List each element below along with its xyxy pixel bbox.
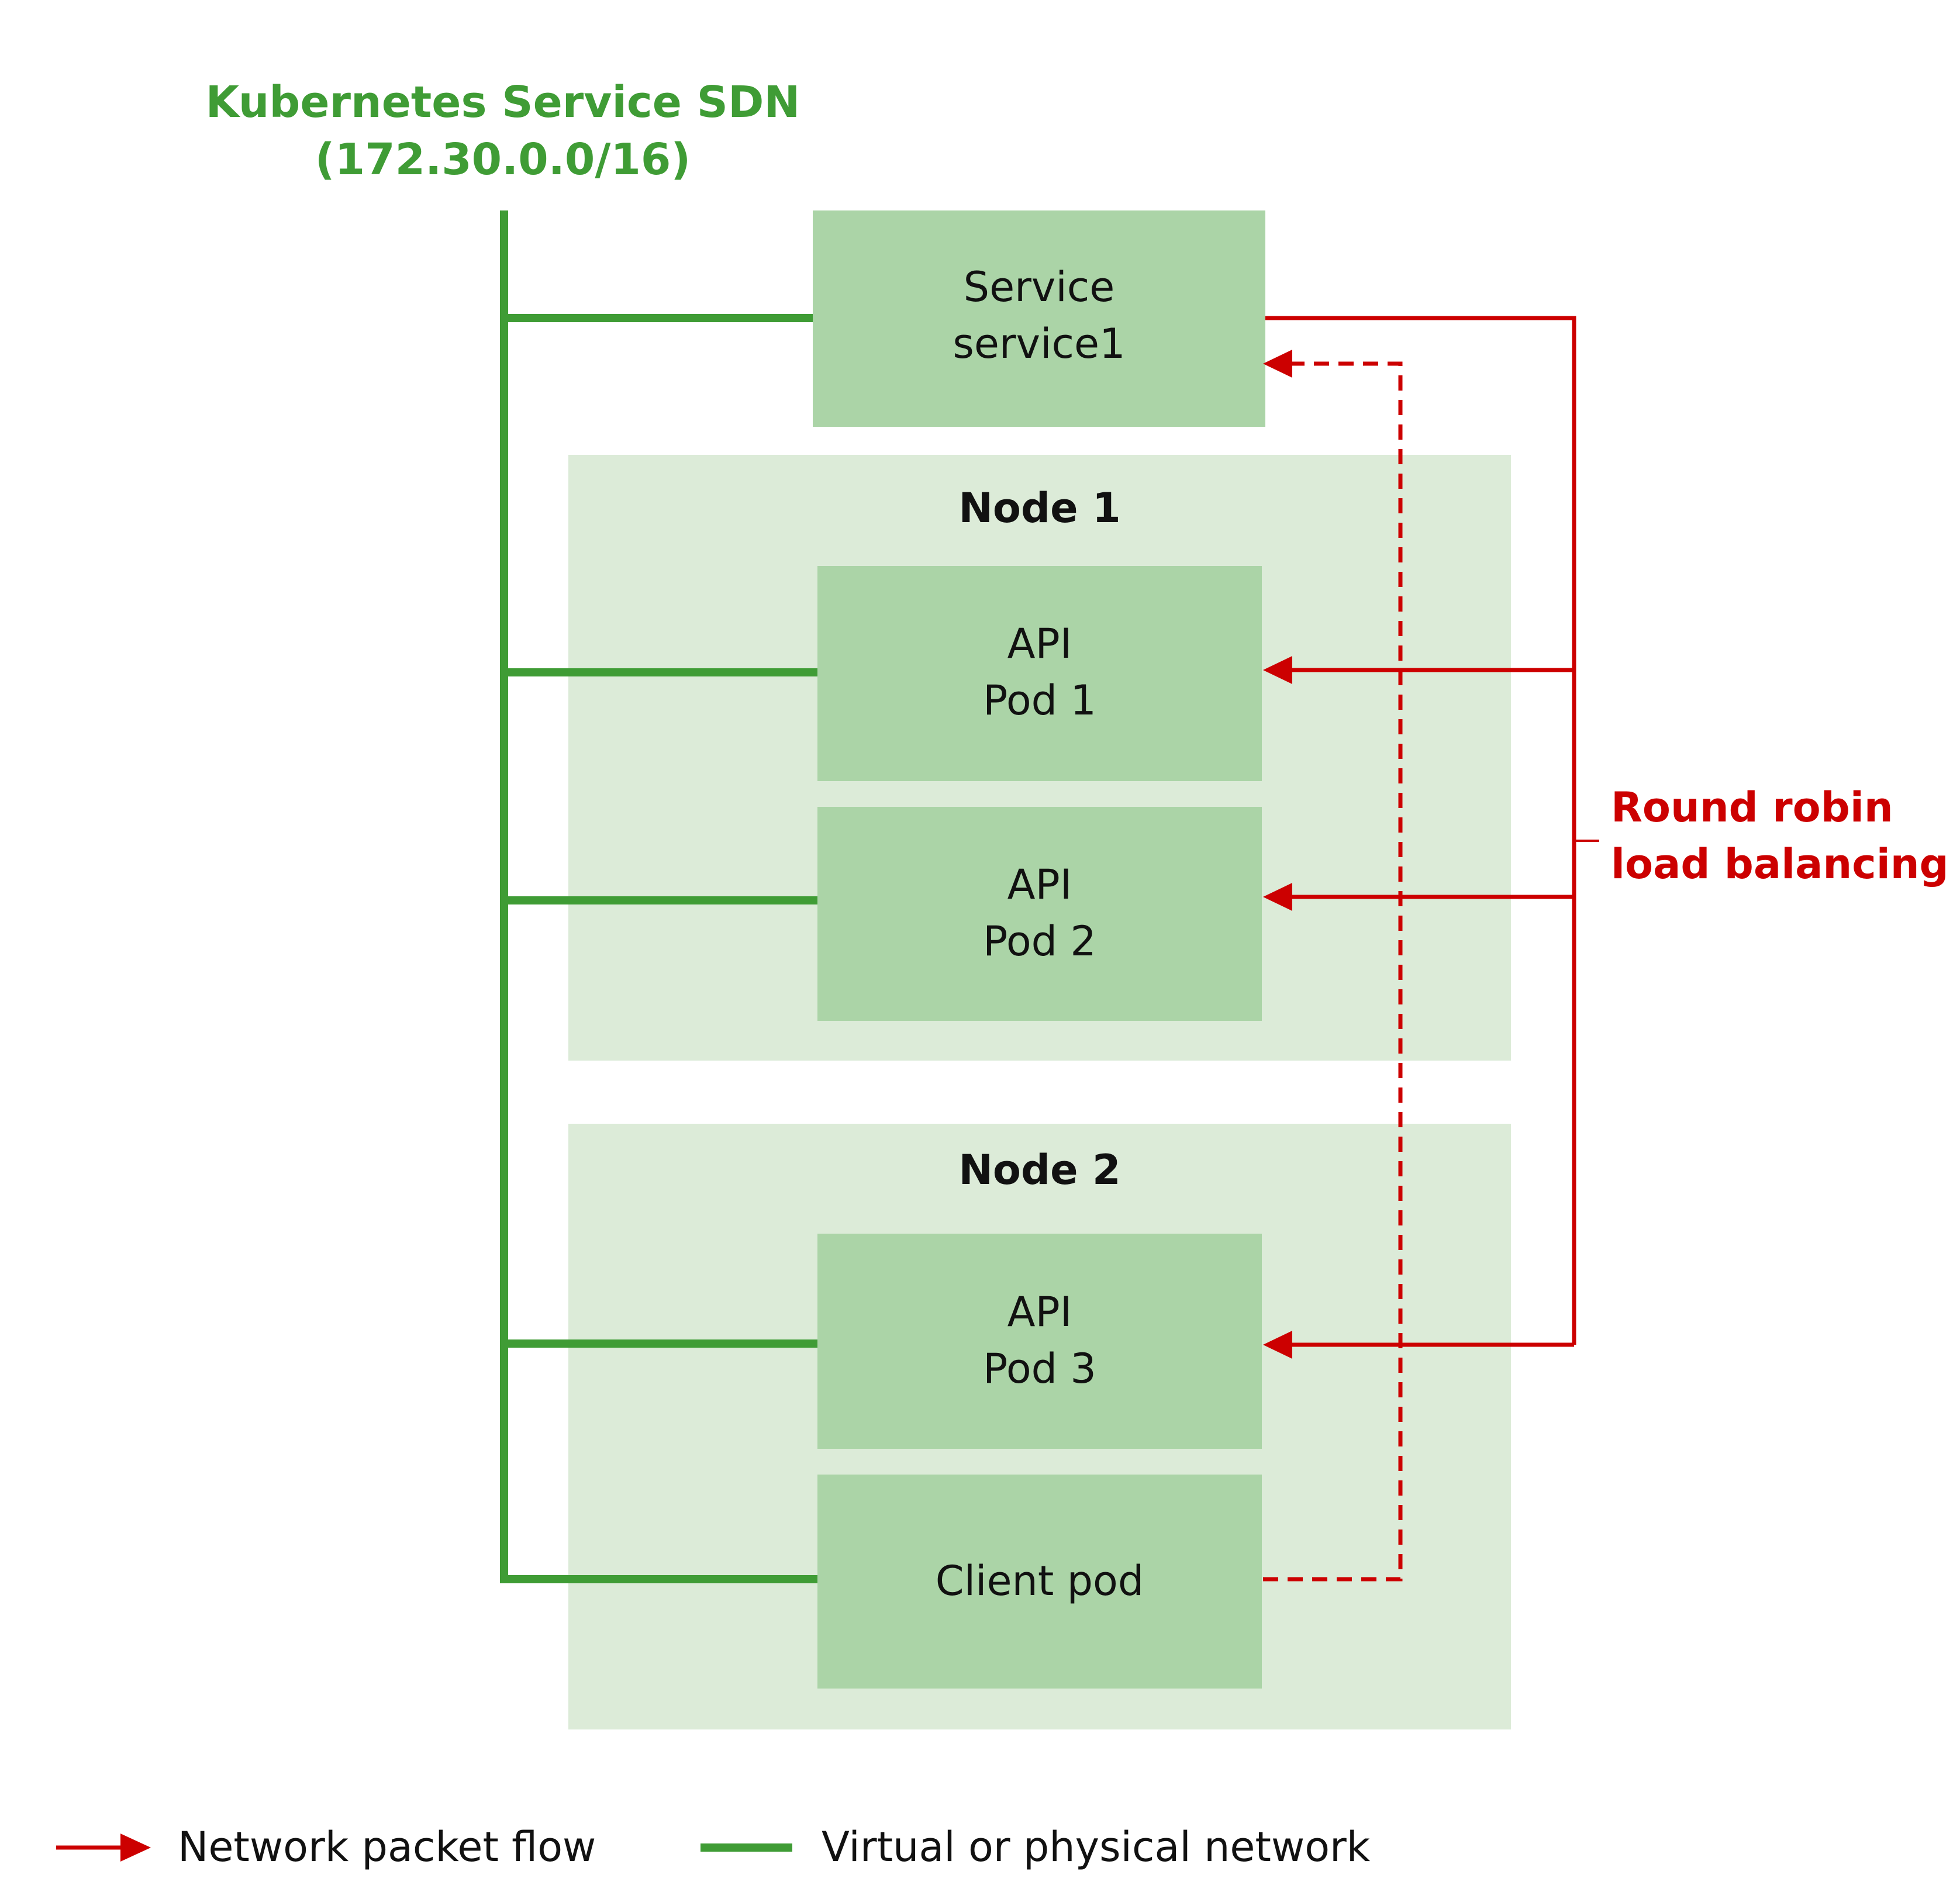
pod-2-arrowhead (1263, 883, 1292, 911)
load-balancing-path (1265, 316, 1599, 1347)
legend-network-label: Virtual or physical network (822, 1823, 1371, 1871)
sdn-title-line1: Kubernetes Service SDN (206, 77, 800, 127)
api-pod-3-line2: Pod 3 (983, 1345, 1096, 1393)
client-pod-label: Client pod (936, 1557, 1144, 1605)
round-robin-label-line1: Round robin (1611, 783, 1893, 831)
pod-1-arrowhead (1263, 656, 1292, 684)
api-pod-2-line2: Pod 2 (983, 917, 1096, 965)
service-box (813, 210, 1265, 427)
node-2-label: Node 2 (958, 1146, 1120, 1194)
api-pod-2-box (817, 807, 1262, 1021)
pod-3-arrowhead (1263, 1331, 1292, 1359)
api-pod-1-line2: Pod 1 (983, 676, 1096, 724)
client-pod-box (817, 1475, 1262, 1689)
api-pod-1-box (817, 566, 1262, 781)
api-pod-3-box (817, 1234, 1262, 1449)
service-label-line2: service1 (953, 320, 1125, 368)
round-robin-label-line2: load balancing (1611, 840, 1949, 888)
node-1-label: Node 1 (958, 484, 1120, 532)
network-bus (500, 210, 817, 1583)
legend-packet-flow-arrowhead (120, 1834, 151, 1862)
api-pod-1-line1: API (1007, 620, 1072, 668)
api-pod-2-line1: API (1007, 861, 1072, 909)
service-label-line1: Service (964, 263, 1115, 311)
api-pod-3-line1: API (1007, 1288, 1072, 1336)
legend-packet-flow-label: Network packet flow (178, 1823, 596, 1871)
client-request-path (1263, 361, 1403, 1582)
sdn-title-line2: (172.30.0.0/16) (315, 134, 691, 185)
client-request-arrowhead (1263, 350, 1292, 378)
